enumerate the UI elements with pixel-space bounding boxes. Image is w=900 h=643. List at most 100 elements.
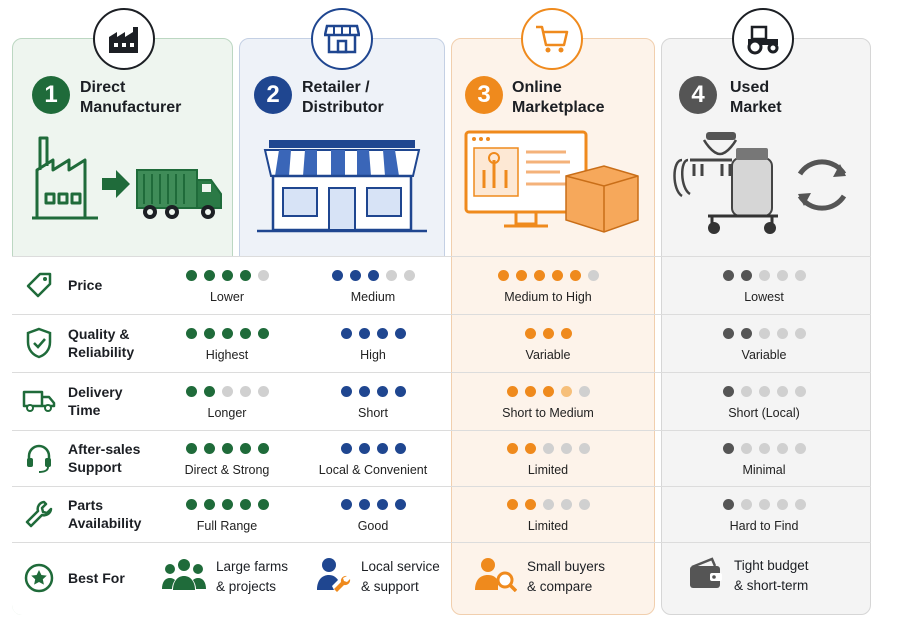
rating-dot — [506, 443, 518, 454]
rating-dot — [185, 386, 197, 397]
rating-dot — [376, 386, 388, 397]
column-title: Used Market — [730, 79, 782, 116]
row-divider — [12, 430, 871, 431]
rating-dot — [394, 328, 406, 339]
rating-dot — [349, 270, 361, 281]
column-title: Retailer / Distributor — [302, 79, 384, 116]
rating-cell: Local & Convenient — [303, 443, 443, 477]
column-number-badge: 4 — [679, 76, 717, 114]
column-title: Online Marketplace — [512, 79, 605, 116]
rating-dots — [340, 499, 406, 510]
best-for-text: Local service & support — [361, 558, 440, 594]
rating-dot — [203, 328, 215, 339]
rating-label: Highest — [205, 348, 249, 362]
rating-dot — [587, 270, 599, 281]
rating-cell: Limited — [478, 499, 618, 533]
rating-dot — [578, 386, 590, 397]
rating-dot — [524, 499, 536, 510]
row-label-delivery: Delivery Time — [20, 380, 148, 422]
best-for-online-marketplace: Small buyers & compare — [475, 556, 605, 597]
rating-cell: Medium — [303, 270, 443, 304]
rating-dot — [758, 328, 770, 339]
rating-label: Limited — [527, 463, 569, 477]
shopping-cart-icon — [521, 8, 583, 70]
person-search-icon — [475, 556, 518, 597]
rating-dot — [239, 270, 251, 281]
rating-dot — [794, 270, 806, 281]
rating-dot — [221, 386, 233, 397]
rating-dot — [239, 443, 251, 454]
rating-label: Lowest — [744, 290, 784, 304]
rating-dot — [740, 328, 752, 339]
rating-dot — [551, 270, 563, 281]
table-body-col2 — [299, 256, 449, 615]
table-body-labels — [12, 256, 150, 615]
rating-dot — [358, 499, 370, 510]
wallet-icon — [688, 556, 724, 596]
column-title: Direct Manufacturer — [80, 79, 182, 116]
rating-dot — [257, 386, 269, 397]
rating-dot — [542, 499, 554, 510]
rating-cell: Short to Medium — [478, 386, 618, 420]
rating-dot — [578, 443, 590, 454]
rating-label: Direct & Strong — [184, 463, 270, 477]
rating-dot — [722, 386, 734, 397]
rating-dot — [515, 270, 527, 281]
computer-package-illustration — [462, 130, 642, 245]
rating-dot — [394, 499, 406, 510]
rating-cell: Lowest — [694, 270, 834, 304]
rating-dots — [524, 328, 572, 339]
rating-dot — [358, 328, 370, 339]
wrench-icon — [20, 499, 58, 529]
rating-dot — [358, 386, 370, 397]
best-for-used-market: Tight budget & short-term — [688, 556, 809, 596]
row-divider — [12, 542, 871, 543]
rating-dot — [524, 328, 536, 339]
row-label-parts: Parts Availability — [20, 492, 148, 536]
rating-cell: Variable — [694, 328, 834, 362]
rating-label: High — [360, 348, 386, 362]
rating-dot — [740, 443, 752, 454]
rating-cell: Short (Local) — [694, 386, 834, 420]
rating-dot — [385, 270, 397, 281]
rating-dot — [776, 499, 788, 510]
rating-dots — [185, 386, 269, 397]
rating-dot — [740, 270, 752, 281]
rating-cell: Variable — [478, 328, 618, 362]
rating-dot — [740, 386, 752, 397]
rating-dots — [506, 443, 590, 454]
rating-label: Local & Convenient — [318, 463, 428, 477]
rating-dot — [722, 499, 734, 510]
rating-dot — [185, 270, 197, 281]
rating-label: Medium to High — [504, 290, 592, 304]
rating-dot — [358, 443, 370, 454]
best-for-direct-manufacturer: Large farms & projects — [162, 556, 288, 597]
rating-dot — [257, 328, 269, 339]
rating-dots — [185, 270, 269, 281]
rating-dot — [542, 328, 554, 339]
rating-dot — [506, 386, 518, 397]
rating-dot — [257, 443, 269, 454]
column-number-badge: 2 — [254, 76, 292, 114]
rating-dot — [403, 270, 415, 281]
rating-dot — [794, 386, 806, 397]
rating-dot — [394, 386, 406, 397]
row-divider — [12, 314, 871, 315]
table-body-col1 — [150, 256, 299, 615]
row-divider — [12, 256, 871, 257]
rating-cell: Minimal — [694, 443, 834, 477]
rating-label: Limited — [527, 519, 569, 533]
rating-label: Good — [357, 519, 389, 533]
rating-dot — [376, 443, 388, 454]
factory-icon — [93, 8, 155, 70]
rating-dot — [367, 270, 379, 281]
rating-cell: Limited — [478, 443, 618, 477]
rating-cell: Short — [303, 386, 443, 420]
rating-dot — [794, 443, 806, 454]
rating-label: Longer — [207, 406, 247, 420]
rating-dots — [722, 328, 806, 339]
rating-label: Hard to Find — [729, 519, 799, 533]
rating-dot — [542, 443, 554, 454]
row-label-quality: Quality & Reliability — [20, 322, 148, 364]
rating-dot — [722, 328, 734, 339]
